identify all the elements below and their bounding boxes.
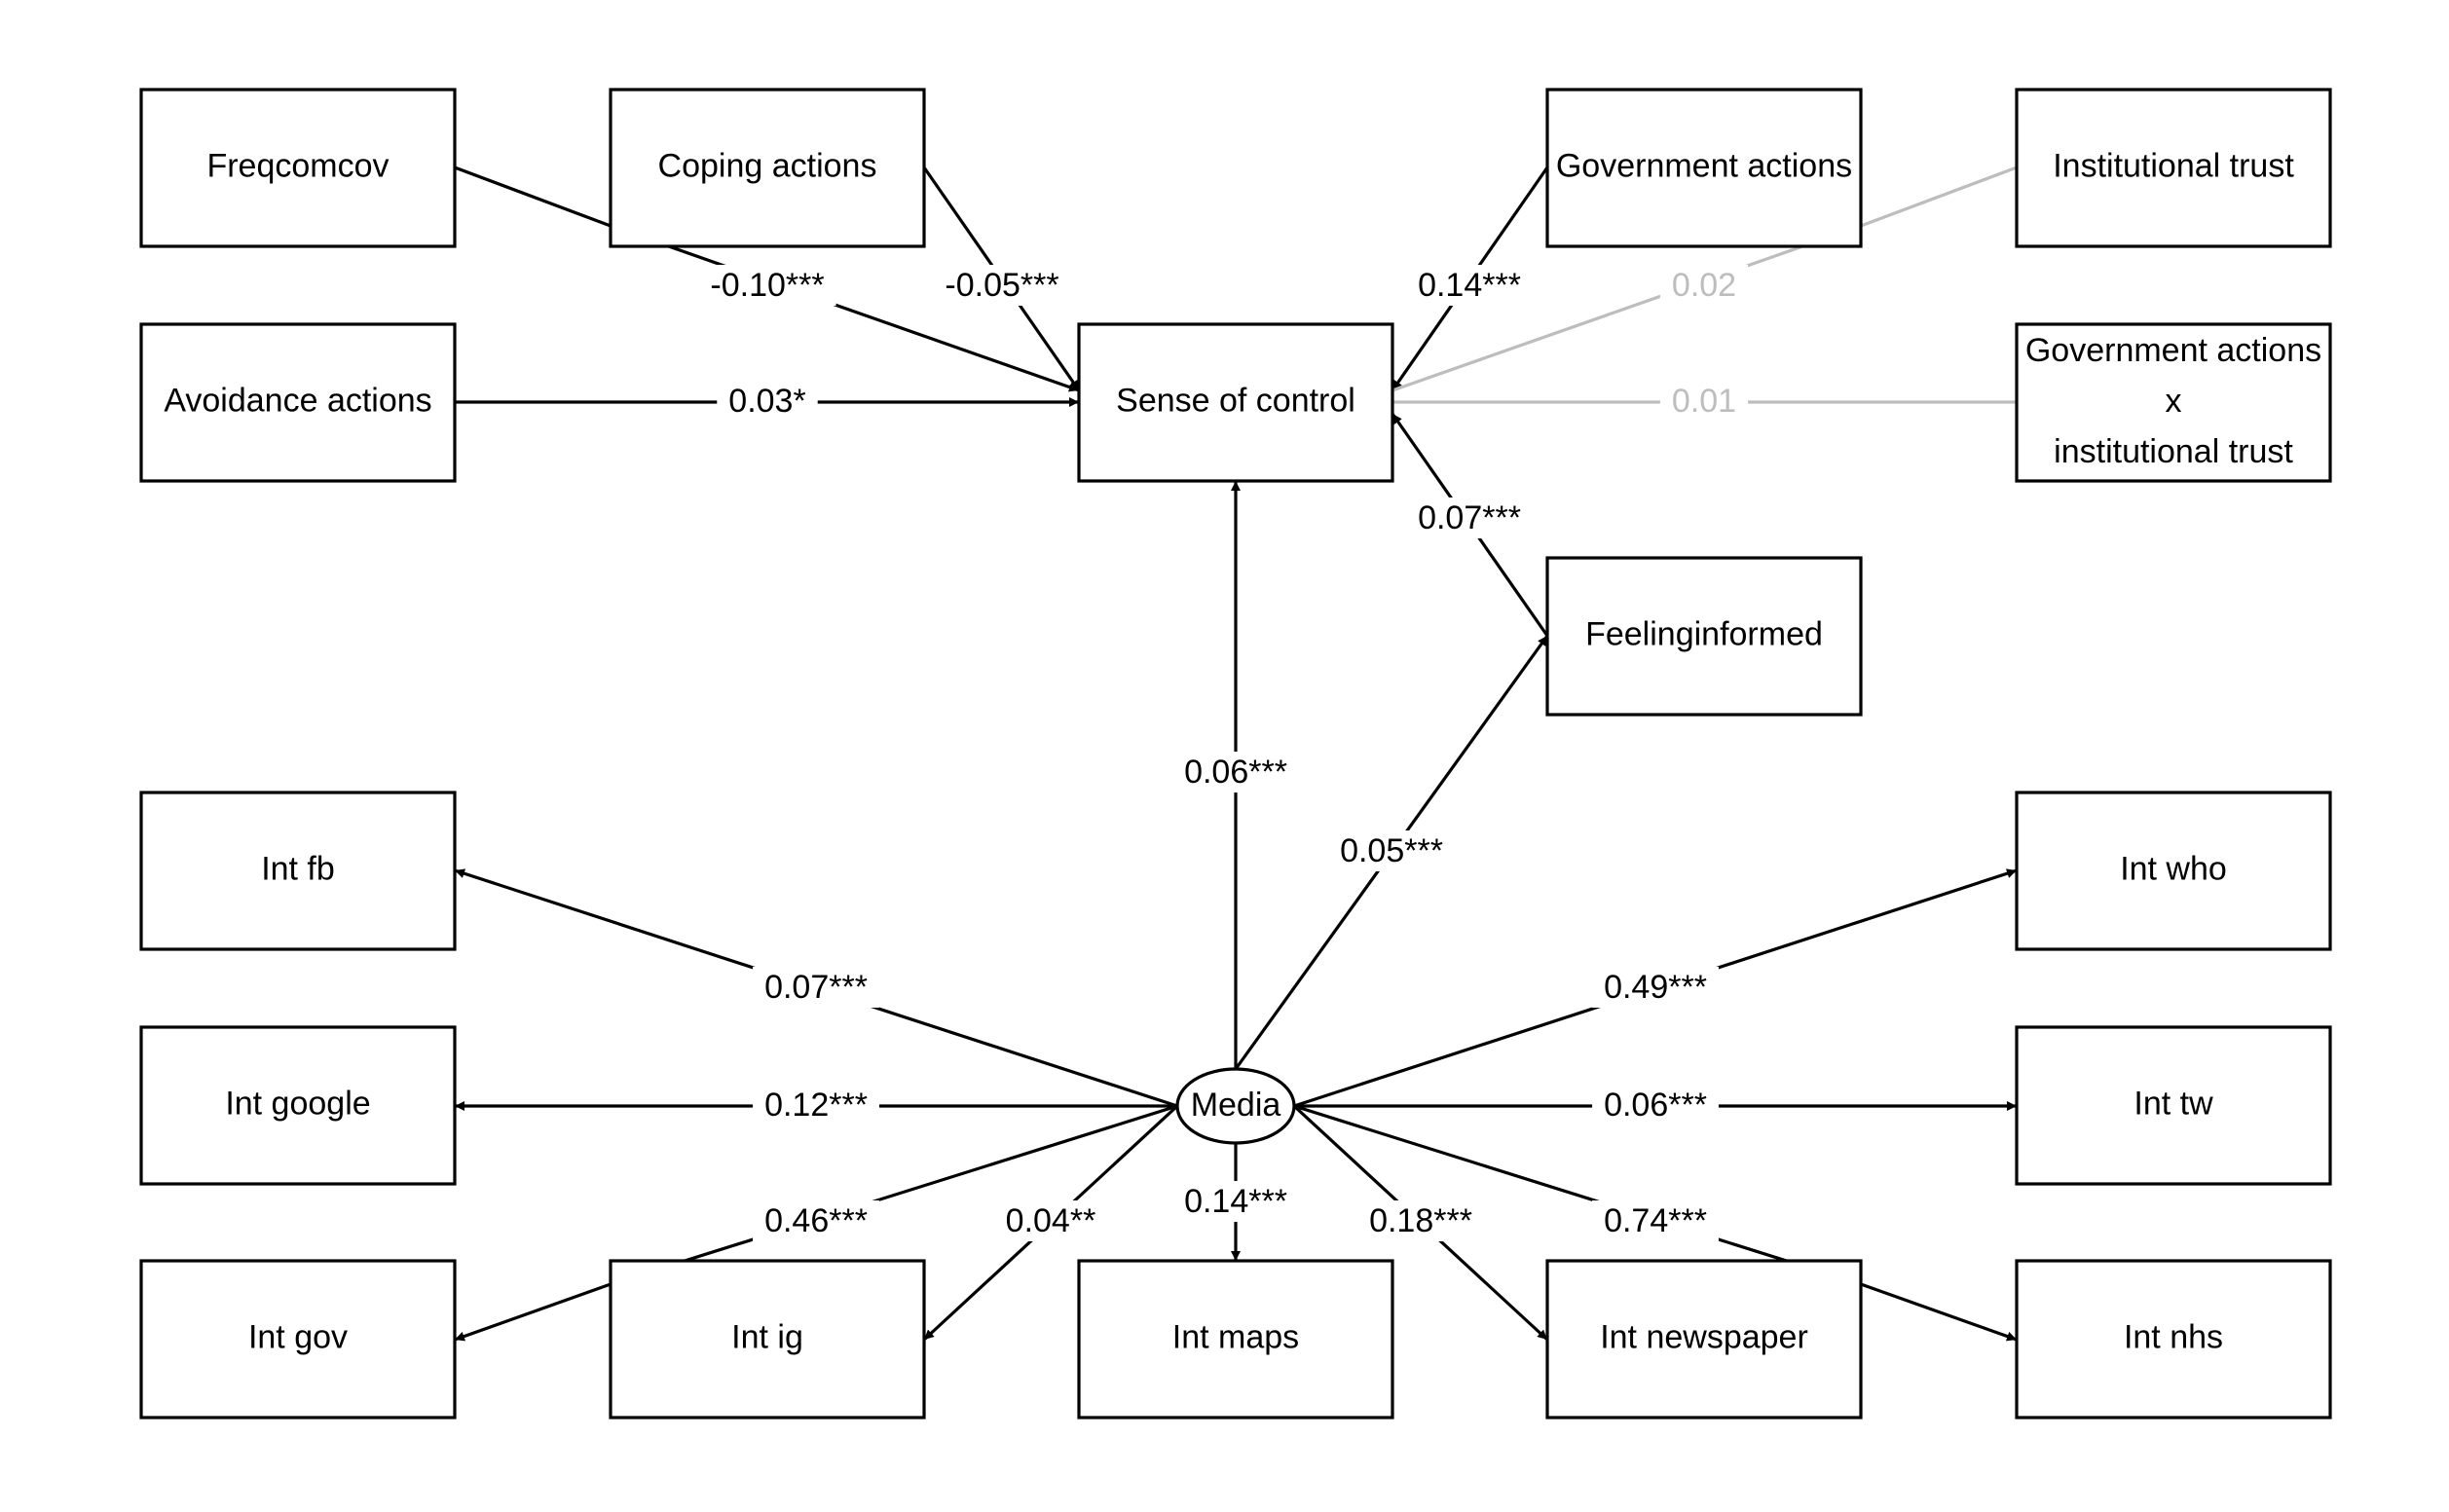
nodes-layer: Freqcomcov Coping actions Government act… (139, 88, 2332, 1420)
node-coping-actions-label: Coping actions (658, 147, 877, 184)
edge-label-media-maps: 0.14*** (1184, 1183, 1287, 1220)
node-int-google: Int google (139, 1025, 457, 1186)
edge-label-bg-trust-control (1659, 264, 1749, 306)
node-int-ig: Int ig (609, 1259, 926, 1420)
edge-label-interaction-control: 0.01 (1672, 383, 1736, 420)
node-int-gov-label: Int gov (248, 1318, 348, 1355)
edge-label-media-informed: 0.05*** (1340, 832, 1443, 869)
node-int-google-label: Int google (225, 1085, 370, 1122)
node-sense-of-control-label: Sense of control (1116, 382, 1355, 419)
edge-label-bg-coping-control (933, 264, 1071, 306)
edge-label-bg-media-gov (753, 1199, 879, 1241)
node-media: Media (1175, 1067, 1296, 1145)
node-int-maps: Int maps (1077, 1259, 1394, 1420)
node-media-label: Media (1191, 1087, 1281, 1124)
edge-label-bg-media-informed (1328, 830, 1455, 871)
node-interaction: Government actions x institutional trust (2015, 322, 2332, 483)
edge-label-informed-control: 0.07*** (1418, 499, 1521, 536)
node-int-who: Int who (2015, 791, 2332, 951)
node-int-nhs: Int nhs (2015, 1259, 2332, 1420)
node-int-who-label: Int who (2120, 850, 2227, 887)
node-int-nhs-label: Int nhs (2124, 1318, 2223, 1355)
edge-label-bg-media-google (753, 1084, 879, 1125)
edge-label-bg-avoidance-control (717, 380, 818, 422)
edge-label-media-control: 0.06*** (1184, 754, 1287, 791)
edge-label-media-newspaper: 0.18*** (1369, 1202, 1472, 1239)
edges-layer: -0.10*** -0.05*** 0.03* 0.14*** 0.02 0.01 0.07… (454, 166, 2018, 1342)
edge-label-avoidance-control: 0.03* (728, 383, 805, 420)
node-int-gov: Int gov (139, 1259, 457, 1420)
node-int-maps-label: Int maps (1172, 1318, 1299, 1355)
node-coping-actions: Coping actions (609, 88, 926, 248)
node-int-tw-label: Int tw (2134, 1085, 2213, 1122)
node-sense-of-control: Sense of control (1077, 322, 1394, 483)
edge-label-media-google: 0.12*** (764, 1087, 868, 1124)
edge-label-trust-control: 0.02 (1672, 267, 1736, 304)
node-institutional-trust: Institutional trust (2015, 88, 2332, 248)
node-government-actions-label: Government actions (1556, 147, 1852, 184)
edge-label-bg-media-maps (1172, 1180, 1299, 1222)
edge-label-media-nhs: 0.74*** (1604, 1202, 1707, 1239)
node-int-fb: Int fb (139, 791, 457, 951)
node-interaction-label-line2: x (2166, 383, 2182, 420)
edge-label-bg-media-newspaper (1357, 1199, 1484, 1241)
node-int-newspaper: Int newspaper (1545, 1259, 1863, 1420)
node-int-ig-label: Int ig (731, 1318, 803, 1355)
node-avoidance-actions-label: Avoidance actions (164, 382, 431, 419)
node-int-fb-label: Int fb (261, 850, 335, 887)
node-feelinginformed-label: Feelinginformed (1585, 615, 1823, 652)
edge-label-media-who: 0.49*** (1604, 969, 1707, 1006)
node-avoidance-actions: Avoidance actions (139, 322, 457, 483)
edge-label-bg-media-tw (1592, 1084, 1719, 1125)
edge-label-bg-interaction-control (1659, 380, 1749, 422)
edge-label-freqcomcov-control: -0.10*** (710, 267, 824, 304)
node-int-newspaper-label: Int newspaper (1600, 1318, 1808, 1355)
edge-label-bg-informed-control (1406, 497, 1533, 538)
node-feelinginformed: Feelinginformed (1545, 556, 1863, 717)
node-interaction-label-line3: institutional trust (2054, 433, 2293, 470)
edge-label-media-gov: 0.46*** (764, 1202, 868, 1239)
edge-label-media-fb: 0.07*** (764, 969, 868, 1006)
node-int-tw: Int tw (2015, 1025, 2332, 1186)
edge-label-bg-media-nhs (1592, 1199, 1719, 1241)
edge-label-media-tw: 0.06*** (1604, 1087, 1707, 1124)
edge-label-bg-freqcomcov-control (698, 264, 836, 306)
edge-label-government-control: 0.14*** (1418, 267, 1521, 304)
node-freqcomcov: Freqcomcov (139, 88, 457, 248)
edge-label-coping-control: -0.05*** (945, 267, 1058, 304)
edge-label-bg-media-fb (753, 966, 879, 1008)
edge-label-bg-government-control (1406, 264, 1533, 306)
node-freqcomcov-label: Freqcomcov (206, 147, 389, 184)
edge-label-bg-media-ig (993, 1199, 1108, 1241)
edge-label-media-ig: 0.04** (1006, 1202, 1096, 1239)
edge-label-bg-media-control (1172, 751, 1299, 793)
node-institutional-trust-label: Institutional trust (2053, 147, 2294, 184)
node-government-actions: Government actions (1545, 88, 1863, 248)
edge-label-bg-media-who (1592, 966, 1719, 1008)
node-interaction-label-line1: Government actions (2025, 332, 2321, 369)
